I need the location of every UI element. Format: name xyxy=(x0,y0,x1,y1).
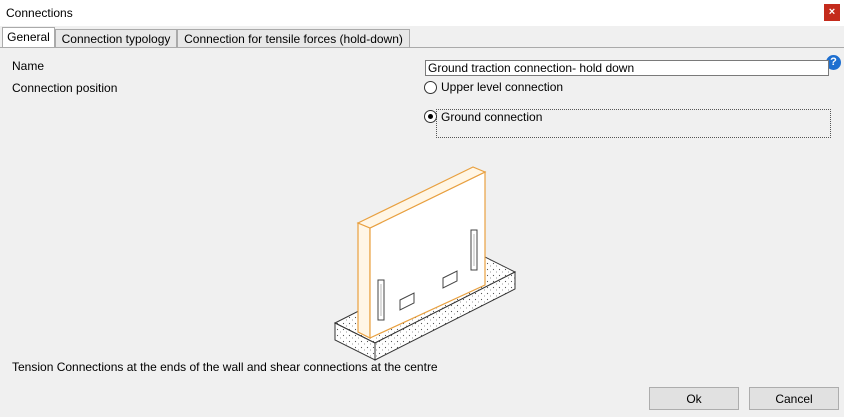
radio-upper-level[interactable] xyxy=(424,81,437,94)
window-title: Connections xyxy=(6,6,73,20)
title-bar: Connections × xyxy=(0,0,844,26)
tab-general[interactable]: General xyxy=(2,27,55,48)
ok-button[interactable]: Ok xyxy=(649,387,739,410)
tab-tensile-forces[interactable]: Connection for tensile forces (hold-down… xyxy=(177,29,410,47)
tab-connection-typology[interactable]: Connection typology xyxy=(55,29,177,47)
radio-ground[interactable] xyxy=(424,110,437,123)
focus-rectangle xyxy=(436,109,831,138)
wall-connection-illustration xyxy=(333,166,517,361)
close-icon[interactable]: × xyxy=(824,4,840,21)
name-input[interactable] xyxy=(425,60,829,76)
radio-ground-label[interactable]: Ground connection xyxy=(441,110,543,124)
tab-strip: General Connection typology Connection f… xyxy=(0,26,844,70)
name-label: Name xyxy=(12,59,45,73)
cancel-button[interactable]: Cancel xyxy=(749,387,839,410)
help-icon[interactable]: ? xyxy=(826,55,841,70)
radio-upper-level-label[interactable]: Upper level connection xyxy=(441,80,564,94)
connection-position-label: Connection position xyxy=(12,81,118,95)
description-text: Tension Connections at the ends of the w… xyxy=(12,360,438,374)
tab-divider xyxy=(0,47,844,48)
